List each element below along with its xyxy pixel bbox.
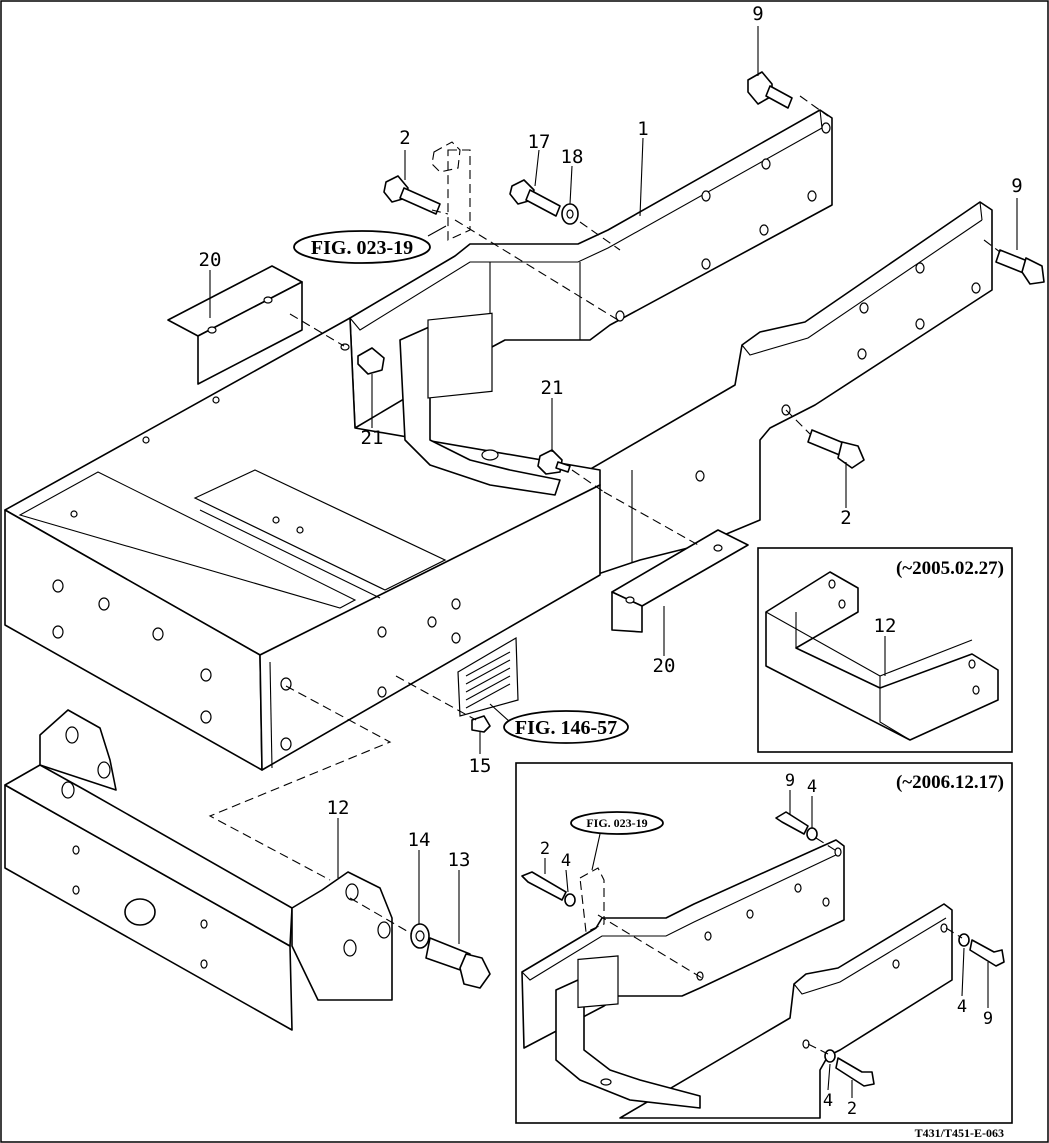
- inset-washer-4-left: [564, 893, 576, 907]
- washer-14: [410, 923, 430, 949]
- assembly-lines: [208, 95, 1001, 935]
- inset-bolt-2: [521, 871, 567, 901]
- callout-21-left: 21: [361, 427, 384, 449]
- callout-12-inset: 12: [874, 615, 897, 637]
- callout-20-mid: 20: [653, 655, 676, 677]
- inset-2006-date: (~2006.12.17): [896, 772, 1004, 793]
- inset-figure-ref-023-19[interactable]: FIG. 023-19: [570, 811, 664, 835]
- bracket-20-left: [167, 265, 303, 385]
- inset-callout-4-bottom: 4: [823, 1091, 833, 1111]
- inset-bracket-12: [765, 571, 999, 741]
- callout-9-top: 9: [752, 3, 763, 25]
- inset-2006: (~2006.12.17): [515, 762, 1013, 1124]
- bolt-13: [425, 937, 491, 989]
- bolt-21-left: [340, 343, 385, 375]
- callout-17: 17: [528, 131, 551, 153]
- washer-18: [561, 203, 579, 225]
- inset-bolt-9-top: [775, 811, 809, 835]
- callout-12-main: 12: [327, 797, 350, 819]
- inset-2005: (~2005.02.27) 12: [757, 547, 1013, 753]
- inset-2005-date: (~2005.02.27): [896, 558, 1004, 579]
- bolt-2-right: [807, 429, 865, 469]
- callout-2-right: 2: [840, 507, 851, 529]
- inset-callout-2-bottom: 2: [847, 1099, 857, 1119]
- callout-18: 18: [561, 146, 584, 168]
- inset-callout-4-right: 4: [957, 997, 967, 1017]
- bolt-2-topleft: [383, 175, 441, 215]
- inset-callout-2: 2: [540, 839, 550, 859]
- left-side-rail: [519, 201, 993, 601]
- callout-2-topleft: 2: [399, 127, 410, 149]
- inset-figure-ref-023-19-label: FIG. 023-19: [586, 816, 647, 830]
- front-bracket-12: [4, 709, 393, 1031]
- bracket-20-mid: [611, 529, 749, 633]
- callout-15: 15: [469, 755, 492, 777]
- frame-holes: [52, 122, 981, 751]
- callout-9-right: 9: [1011, 175, 1022, 197]
- callouts-main: 9 9 2 17 18 1 20 21 21 2 20 15 12 14 13: [199, 3, 1023, 871]
- document-id: T431/T451-E-063: [915, 1126, 1004, 1140]
- inset-callout-9-right: 9: [983, 1009, 993, 1029]
- front-frame-assembly: [4, 109, 993, 771]
- figure-ref-146-57-label: FIG. 146-57: [515, 717, 617, 739]
- inset-bolt-9-right: [969, 939, 1005, 967]
- front-box-right-face: [259, 484, 601, 771]
- inset-washer-4-right: [958, 933, 970, 947]
- callout-14: 14: [408, 829, 431, 851]
- figure-ref-023-19-label: FIG. 023-19: [311, 237, 413, 259]
- callout-13: 13: [448, 849, 471, 871]
- inset-bolt-2-bottom: [835, 1057, 875, 1087]
- bolt-21-mid: [537, 449, 571, 475]
- callout-1: 1: [637, 118, 648, 140]
- inset-washer-4-top: [806, 827, 818, 841]
- bolt-17: [509, 179, 561, 217]
- inset-washer-4-bottom: [824, 1049, 836, 1063]
- callout-20-left: 20: [199, 249, 222, 271]
- leader-lines: [209, 26, 1018, 944]
- inset-callout-4-top: 4: [807, 777, 817, 797]
- bolt-9-top: [747, 71, 793, 109]
- figure-ref-023-19[interactable]: FIG. 023-19: [293, 230, 431, 264]
- inset-callout-9-top: 9: [785, 771, 795, 791]
- bolt-15: [471, 715, 491, 733]
- inset-callout-4-left: 4: [561, 851, 571, 871]
- bolt-9-right: [995, 249, 1045, 285]
- figure-ref-146-57[interactable]: FIG. 146-57: [503, 710, 629, 744]
- callout-21-mid: 21: [541, 377, 564, 399]
- serial-plate: [457, 636, 519, 717]
